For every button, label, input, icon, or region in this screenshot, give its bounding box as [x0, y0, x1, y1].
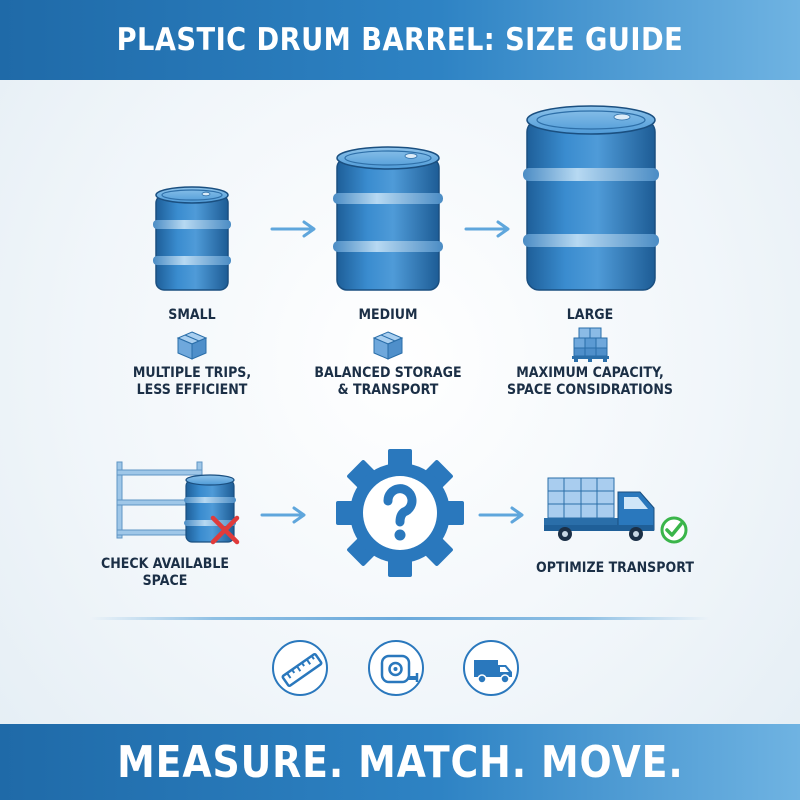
barrel-medium — [333, 146, 443, 291]
barrel-small — [153, 186, 231, 291]
ruler-icon — [272, 640, 328, 696]
cross-icon — [210, 515, 240, 545]
size-label-large: LARGE — [566, 307, 614, 323]
step-label-check-space: CHECK AVAILABLE SPACE — [100, 556, 230, 589]
size-label-small: SMALL — [168, 307, 216, 323]
arrow-right-icon — [478, 506, 524, 524]
single-box-icon — [176, 331, 208, 360]
pallet-boxes-icon — [572, 327, 609, 362]
box-icon — [372, 331, 404, 360]
truck-icon — [463, 640, 519, 696]
truck-check-icon — [544, 477, 655, 541]
size-description-medium: BALANCED STORAGE & TRANSPORT — [314, 365, 462, 398]
size-description-large: MAXIMUM CAPACITY, SPACE CONSIDRATIONS — [507, 365, 673, 398]
arrow-right-icon — [260, 506, 306, 524]
tagline: MEASURE. MATCH. MOVE. — [116, 736, 684, 788]
divider — [90, 617, 710, 620]
tape-measure-icon — [368, 640, 424, 696]
shelf-barrel-icon — [116, 461, 236, 543]
arrow-right-icon — [270, 220, 316, 238]
gear-question-icon — [336, 449, 464, 577]
page-title: PLASTIC DRUM BARREL: SIZE GUIDE — [116, 22, 684, 58]
header-banner: PLASTIC DRUM BARREL: SIZE GUIDE — [0, 0, 800, 80]
barrel-large — [523, 105, 659, 291]
size-description-small: MULTIPLE TRIPS, LESS EFFICIENT — [132, 365, 252, 398]
check-icon — [660, 516, 688, 544]
size-label-medium: MEDIUM — [358, 307, 418, 323]
footer-banner: MEASURE. MATCH. MOVE. — [0, 724, 800, 800]
step-label-optimize-transport: OPTIMIZE TRANSPORT — [536, 560, 694, 576]
arrow-right-icon — [464, 220, 510, 238]
